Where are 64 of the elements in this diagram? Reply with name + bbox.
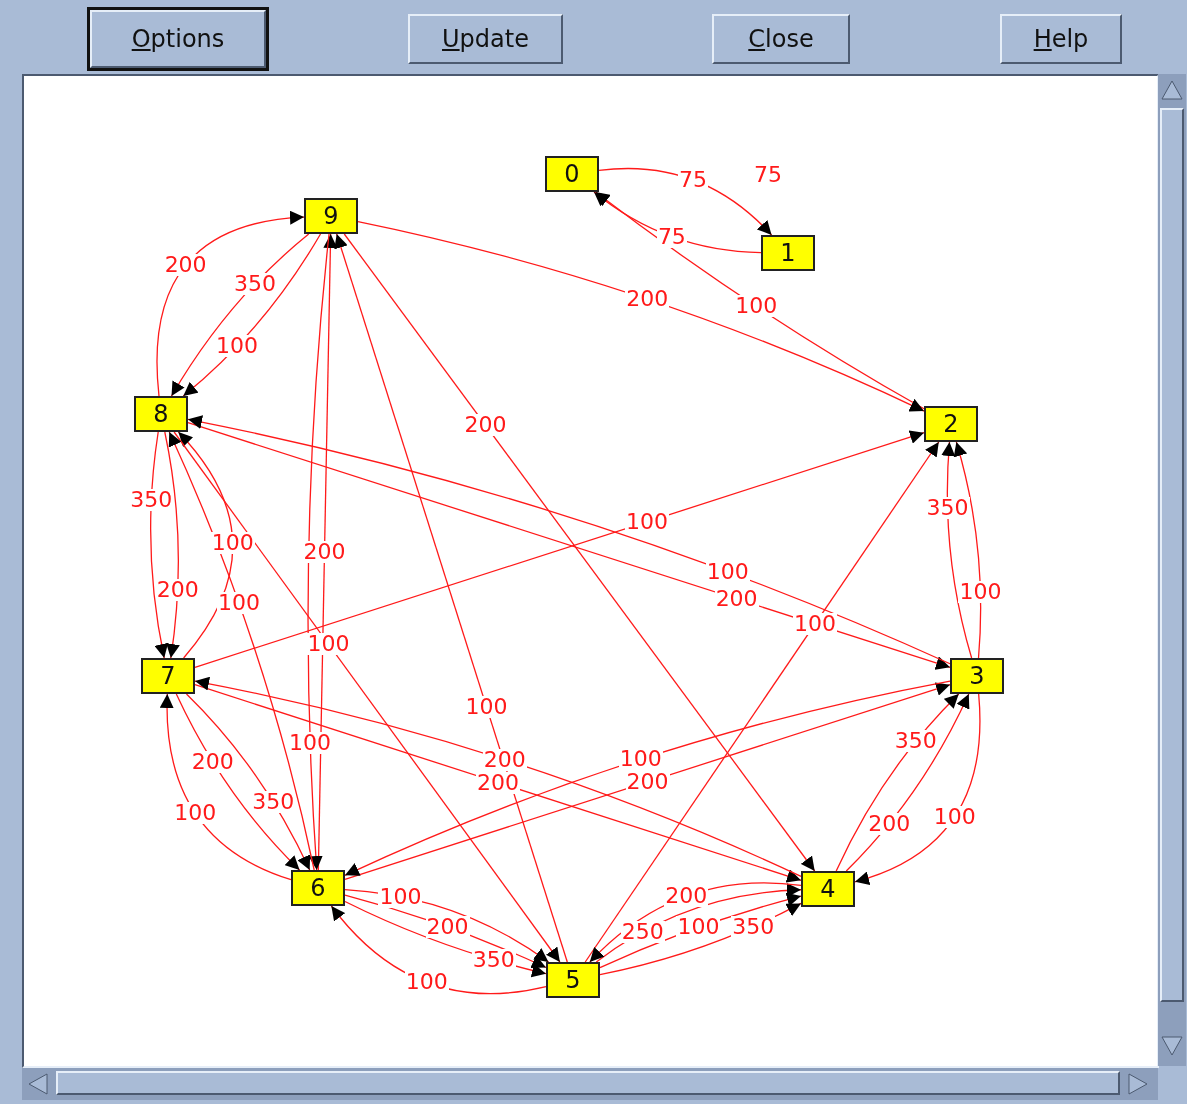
arrow	[854, 693, 981, 885]
edge-label: 200	[714, 587, 759, 610]
edge-label: 100	[306, 633, 351, 655]
arrow	[584, 441, 940, 963]
arrow	[168, 431, 315, 871]
node-box: 4	[801, 871, 855, 907]
edge-label: 100	[676, 916, 721, 939]
edge-label: 100	[378, 885, 423, 908]
edge-label: 350	[731, 915, 776, 938]
edge-label: 100	[734, 295, 779, 318]
toolbar-button: Options	[90, 10, 266, 68]
edge-label: 200	[302, 541, 347, 563]
edge-label: 100	[793, 613, 837, 635]
arrow	[173, 431, 561, 963]
edge-label: 350	[925, 496, 970, 519]
arrow	[357, 220, 925, 412]
node-box: 6	[291, 870, 345, 906]
edge-label: 200	[425, 916, 470, 938]
arrow	[150, 431, 169, 659]
edge-label: 75	[656, 225, 687, 248]
node-box: 0	[545, 156, 599, 192]
arrow	[953, 441, 982, 659]
edge-label: 100	[958, 581, 1003, 604]
edge-label: 200	[476, 771, 520, 794]
edge-label: 200	[463, 414, 508, 437]
toolbar-button: Help	[1000, 14, 1122, 64]
edge-label: 350	[129, 489, 174, 512]
edge-label: 100	[288, 731, 333, 754]
edge-label: 350	[893, 730, 938, 753]
node-box: 9	[304, 198, 358, 234]
edge-label: 100	[624, 510, 669, 533]
edge-label: 350	[251, 791, 296, 814]
arrow	[317, 233, 338, 871]
node-box: 5	[546, 962, 600, 998]
edge-label: 200	[190, 750, 235, 773]
edge-label: 100	[173, 802, 218, 825]
edge-label: 200	[625, 771, 670, 793]
edge-label: 200	[163, 254, 208, 277]
edge-label: 100	[705, 560, 750, 583]
node-box: 3	[950, 658, 1004, 694]
node-box: 1	[761, 235, 815, 271]
arrow	[160, 693, 292, 881]
edge-label: 100	[210, 532, 255, 555]
edge-label: 200	[482, 748, 527, 771]
arrow	[156, 211, 305, 397]
node-box: 7	[141, 658, 195, 694]
toolbar-button: Close	[712, 14, 850, 64]
edge-label: 250	[620, 920, 665, 943]
node-box: 2	[924, 406, 978, 442]
toolbar-button: Update	[408, 14, 563, 64]
edge-label: 200	[155, 578, 200, 601]
edge-label: 200	[867, 812, 912, 835]
arrow	[941, 441, 973, 659]
edge-label: 350	[233, 272, 278, 295]
node-box: 8	[134, 396, 188, 432]
arrow	[334, 233, 568, 963]
edge-label: 100	[464, 696, 509, 719]
edge-label: 75	[677, 168, 708, 191]
arrow	[164, 431, 180, 659]
edge-label: 200	[664, 885, 709, 908]
edge-label: 100	[216, 591, 261, 614]
arrow	[307, 233, 330, 871]
edge-label: 200	[625, 288, 670, 311]
arrow	[343, 233, 816, 872]
